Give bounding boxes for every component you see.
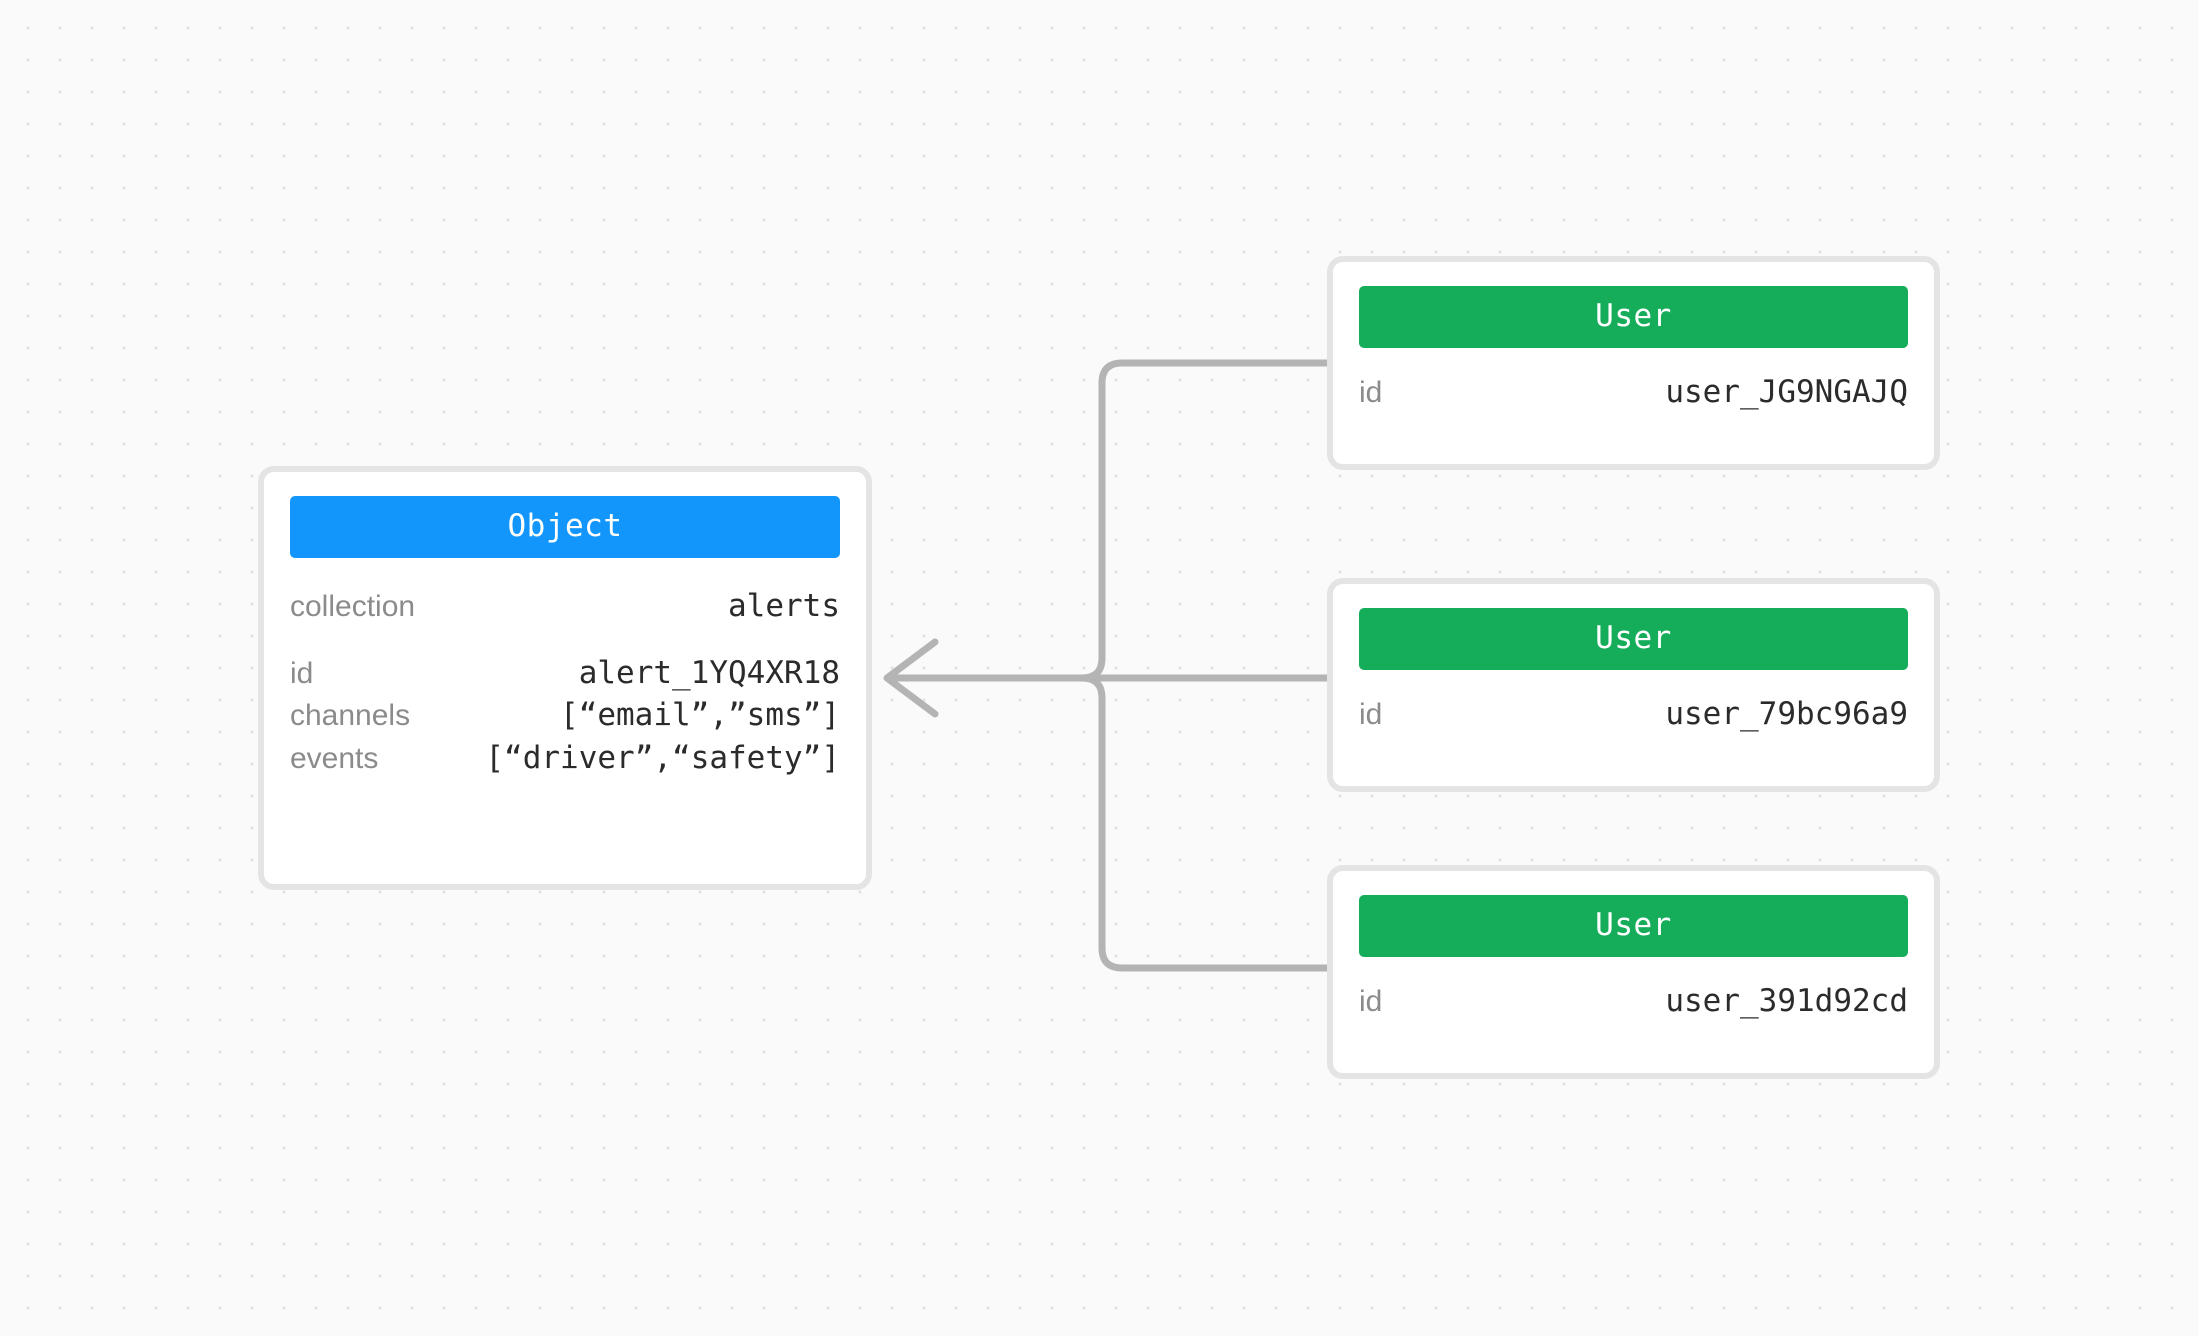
field-value: [“email”,”sms”] bbox=[560, 697, 840, 734]
node-user-1-header: User bbox=[1359, 286, 1908, 348]
node-object-fields-group: id alert_1YQ4XR18 channels [“email”,”sms… bbox=[290, 655, 840, 777]
node-user-2-header: User bbox=[1359, 608, 1908, 670]
node-object-body: collection alerts id alert_1YQ4XR18 chan… bbox=[264, 558, 866, 884]
field-value: user_JG9NGAJQ bbox=[1665, 374, 1908, 410]
field-label: id bbox=[1359, 376, 1383, 409]
node-object-primary-group: collection alerts bbox=[290, 588, 840, 625]
field-row: channels [“email”,”sms”] bbox=[290, 697, 840, 734]
field-label: id bbox=[290, 656, 314, 690]
field-row: id alert_1YQ4XR18 bbox=[290, 655, 840, 692]
node-user-3-header: User bbox=[1359, 895, 1908, 957]
node-user-3[interactable]: User id user_391d92cd bbox=[1327, 865, 1940, 1079]
field-row: collection alerts bbox=[290, 588, 840, 625]
field-label: collection bbox=[290, 590, 416, 623]
field-value: alert_1YQ4XR18 bbox=[578, 654, 840, 691]
field-value: user_391d92cd bbox=[1665, 983, 1908, 1019]
node-user-2[interactable]: User id user_79bc96a9 bbox=[1327, 578, 1940, 792]
field-label: id bbox=[1359, 985, 1383, 1018]
field-label: channels bbox=[290, 699, 411, 733]
field-row: id user_79bc96a9 bbox=[1359, 696, 1908, 733]
node-object[interactable]: Object collection alerts id alert_1YQ4XR… bbox=[258, 466, 872, 890]
field-label: events bbox=[290, 741, 379, 775]
field-label: id bbox=[1359, 698, 1383, 731]
node-object-header: Object bbox=[290, 496, 840, 558]
field-value: [“driver”,“safety”] bbox=[485, 739, 840, 776]
edge-user1-to-object bbox=[886, 359, 1331, 682]
field-row: id user_JG9NGAJQ bbox=[1359, 374, 1908, 411]
edge-arrowhead-icon bbox=[883, 638, 939, 718]
node-user-3-body: id user_391d92cd bbox=[1333, 957, 1934, 1073]
edge-user3-to-object bbox=[886, 674, 1331, 972]
field-value: user_79bc96a9 bbox=[1665, 696, 1908, 732]
field-row: id user_391d92cd bbox=[1359, 983, 1908, 1020]
node-user-1[interactable]: User id user_JG9NGAJQ bbox=[1327, 256, 1940, 470]
field-row: events [“driver”,“safety”] bbox=[290, 740, 840, 777]
node-user-2-body: id user_79bc96a9 bbox=[1333, 670, 1934, 786]
node-user-1-body: id user_JG9NGAJQ bbox=[1333, 348, 1934, 464]
field-value: alerts bbox=[728, 588, 840, 624]
